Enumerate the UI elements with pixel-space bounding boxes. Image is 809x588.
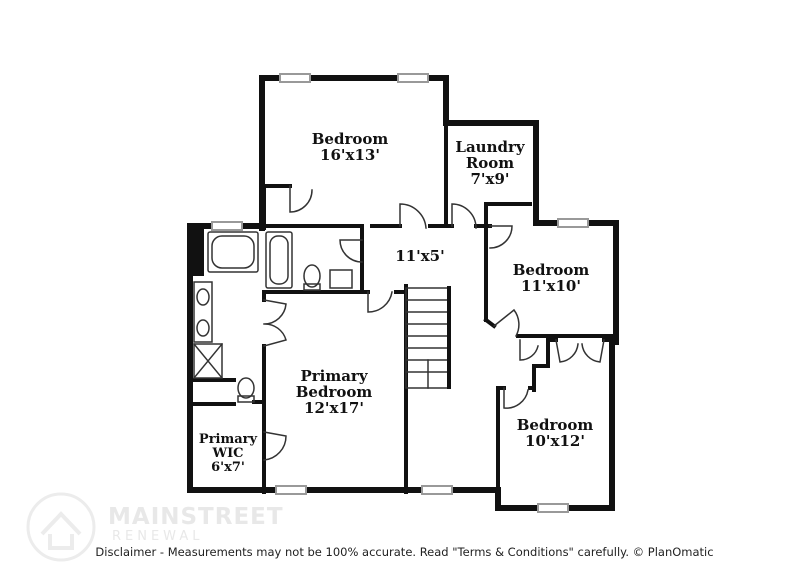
room-size: 6'x7': [211, 460, 245, 476]
room-name-line2: Bedroom: [295, 383, 373, 402]
room-name-line2: WIC: [212, 446, 244, 462]
room-size: 12'x17': [304, 399, 364, 418]
room-name: Bedroom: [516, 416, 594, 434]
bathroom-fixtures: [192, 231, 353, 403]
room-size: 10'x12': [525, 432, 585, 451]
room-label-laundry: Laundry Room 7'x9': [446, 139, 534, 188]
interior-walls: [192, 121, 618, 494]
room-name: Bedroom: [311, 130, 389, 148]
room-size: 7'x9': [470, 170, 510, 189]
door-swings: [263, 185, 605, 461]
room-label-bedroom-top: Bedroom 16'x13': [290, 130, 410, 165]
room-label-primary-wic: Primary WIC 6'x7': [196, 432, 260, 476]
watermark-brand: MAINSTREET: [108, 504, 284, 530]
room-size: 11'x10': [521, 277, 581, 296]
staircase: [405, 287, 451, 389]
room-name-line1: Primary: [198, 432, 258, 447]
disclaimer-text: Disclaimer - Measurements may not be 100…: [95, 545, 714, 559]
room-name-line2: Room: [465, 154, 515, 173]
brand-logo-icon: [24, 490, 98, 568]
room-label-primary-bedroom: Primary Bedroom 12'x17': [274, 368, 394, 417]
wall-chase: [188, 226, 204, 276]
room-size: 11'x5': [395, 247, 445, 265]
windows: [211, 73, 589, 513]
room-label-bedroom-right: Bedroom 11'x10': [496, 261, 606, 296]
watermark-sub: RENEWAL: [112, 529, 204, 544]
room-size: 16'x13': [320, 146, 380, 165]
room-label-bedroom-bottom: Bedroom 10'x12': [500, 416, 610, 451]
room-name: Bedroom: [512, 261, 590, 279]
room-name-line1: Laundry: [455, 138, 525, 156]
room-label-hall: 11'x5': [390, 248, 450, 264]
room-name-line1: Primary: [300, 367, 368, 385]
